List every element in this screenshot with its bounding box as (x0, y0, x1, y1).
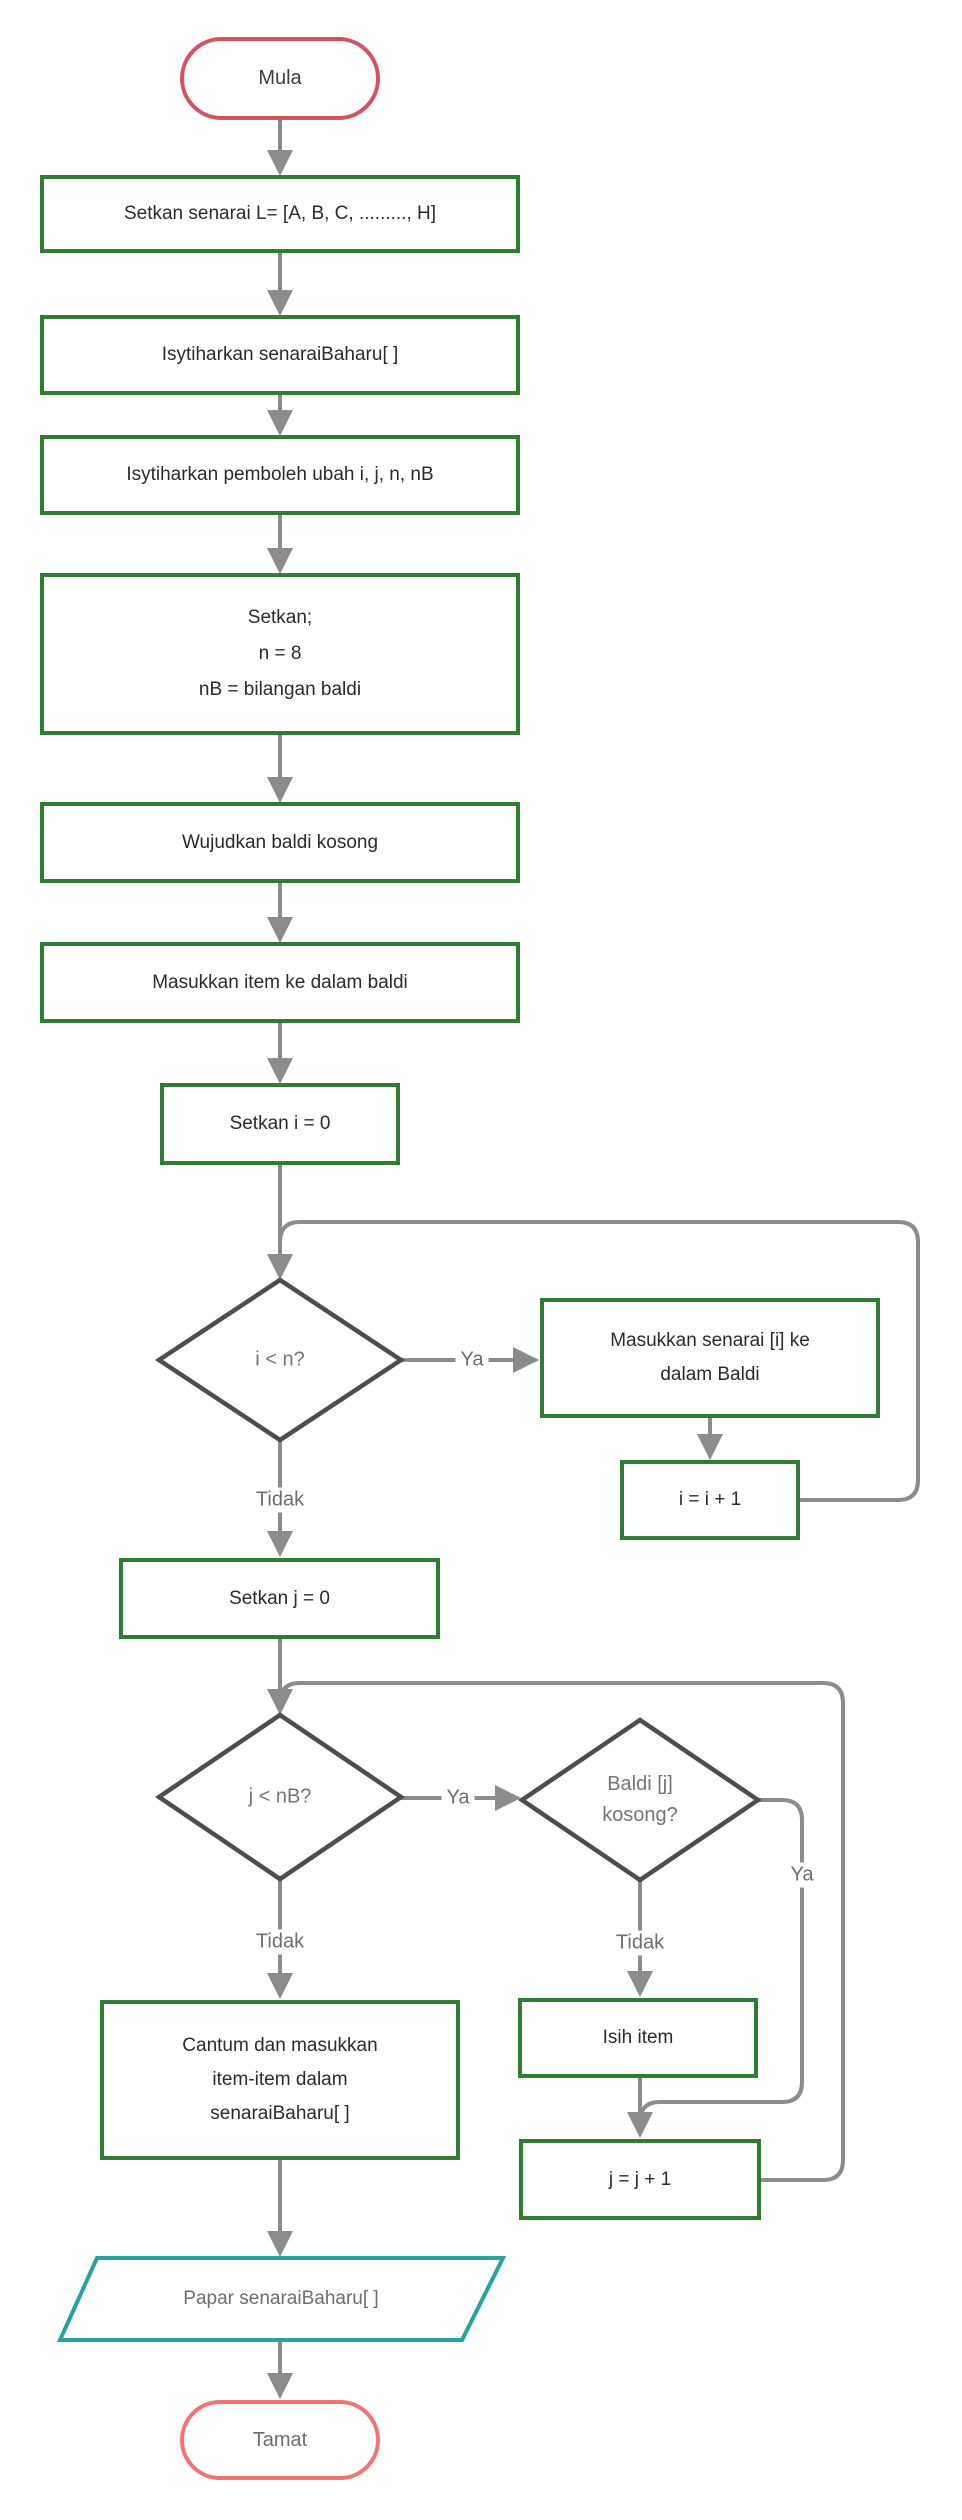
terminator-start: Mula (180, 37, 380, 120)
process-put-list-item: Masukkan senarai [i] ke dalam Baldi (540, 1298, 880, 1418)
edge-label-condempty-no: Tidak (610, 1930, 670, 1956)
edge-label-condi-yes: Ya (455, 1347, 489, 1373)
process-merge-items-line1: Cantum dan masukkan (182, 2035, 378, 2056)
process-sort-item-label: Isih item (602, 2027, 674, 2049)
process-set-values: Setkan; n = 8 nB = bilangan baldi (40, 573, 520, 735)
process-create-buckets: Wujudkan baldi kosong (40, 802, 520, 883)
process-declare-new-list: Isytiharkan senaraiBaharu[ ] (40, 315, 520, 395)
edge-inci-loopback (278, 1220, 920, 1502)
decision-i-shape (154, 1277, 406, 1443)
process-increment-j: j = j + 1 (519, 2139, 761, 2220)
process-set-values-line2: n = 8 (258, 643, 302, 664)
process-increment-i: i = i + 1 (620, 1460, 800, 1540)
terminator-end: Tamat (180, 2400, 380, 2480)
process-set-list-label: Setkan senarai L= [A, B, C, ........., H… (123, 203, 437, 225)
process-set-list: Setkan senarai L= [A, B, C, ........., H… (40, 175, 520, 253)
process-set-i: Setkan i = 0 (160, 1083, 400, 1165)
process-merge-items-line2: item-item dalam (212, 2069, 348, 2090)
process-increment-j-label: j = j + 1 (608, 2168, 672, 2190)
process-put-items: Masukkan item ke dalam baldi (40, 942, 520, 1023)
terminator-end-label: Tamat (252, 2428, 308, 2451)
process-set-j-label: Setkan j = 0 (229, 1587, 330, 1609)
process-set-i-label: Setkan i = 0 (229, 1113, 331, 1135)
decision-j-label: j < nB? (248, 1785, 312, 1808)
process-set-j: Setkan j = 0 (119, 1558, 440, 1639)
edge-label-condi-no: Tidak (250, 1487, 310, 1513)
edge-label-condj-yes: Ya (441, 1785, 475, 1811)
io-output-label: Papar senaraiBaharu[ ] (183, 2288, 379, 2309)
process-set-values-line1: Setkan; (247, 607, 313, 628)
process-increment-i-label: i = i + 1 (678, 1489, 742, 1511)
process-declare-vars: Isytiharkan pemboleh ubah i, j, n, nB (40, 435, 520, 515)
edge-condempty-yes (638, 1798, 804, 2123)
edge-incj-loopback (278, 1681, 845, 2182)
process-put-list-item-line1: Masukkan senarai [i] ke (610, 1330, 810, 1351)
process-merge-items-line3: senaraiBaharu[ ] (210, 2103, 350, 2124)
decision-bucket-empty-line2: kosong? (602, 1804, 678, 1826)
process-declare-new-list-label: Isytiharkan senaraiBaharu[ ] (161, 344, 399, 366)
process-sort-item: Isih item (518, 1998, 758, 2078)
process-merge-items: Cantum dan masukkan item-item dalam sena… (100, 2000, 460, 2160)
decision-j-shape (154, 1712, 406, 1882)
process-declare-vars-label: Isytiharkan pemboleh ubah i, j, n, nB (126, 464, 434, 486)
decision-bucket-empty-label: Baldi [j] kosong? (602, 1769, 678, 1831)
process-put-items-label: Masukkan item ke dalam baldi (152, 971, 408, 993)
edge-label-condj-no: Tidak (250, 1929, 310, 1955)
decision-bucket-empty-line1: Baldi [j] (607, 1773, 673, 1795)
decision-i-label: i < n? (255, 1348, 305, 1371)
terminator-start-label: Mula (258, 67, 302, 89)
process-set-values-line3: nB = bilangan baldi (198, 679, 362, 700)
edge-label-condempty-yes: Ya (785, 1862, 819, 1888)
decision-bucket-empty-shape (517, 1717, 763, 1883)
process-create-buckets-label: Wujudkan baldi kosong (181, 831, 379, 853)
io-output-shape (56, 2256, 507, 2342)
process-put-list-item-line2: dalam Baldi (660, 1364, 760, 1385)
